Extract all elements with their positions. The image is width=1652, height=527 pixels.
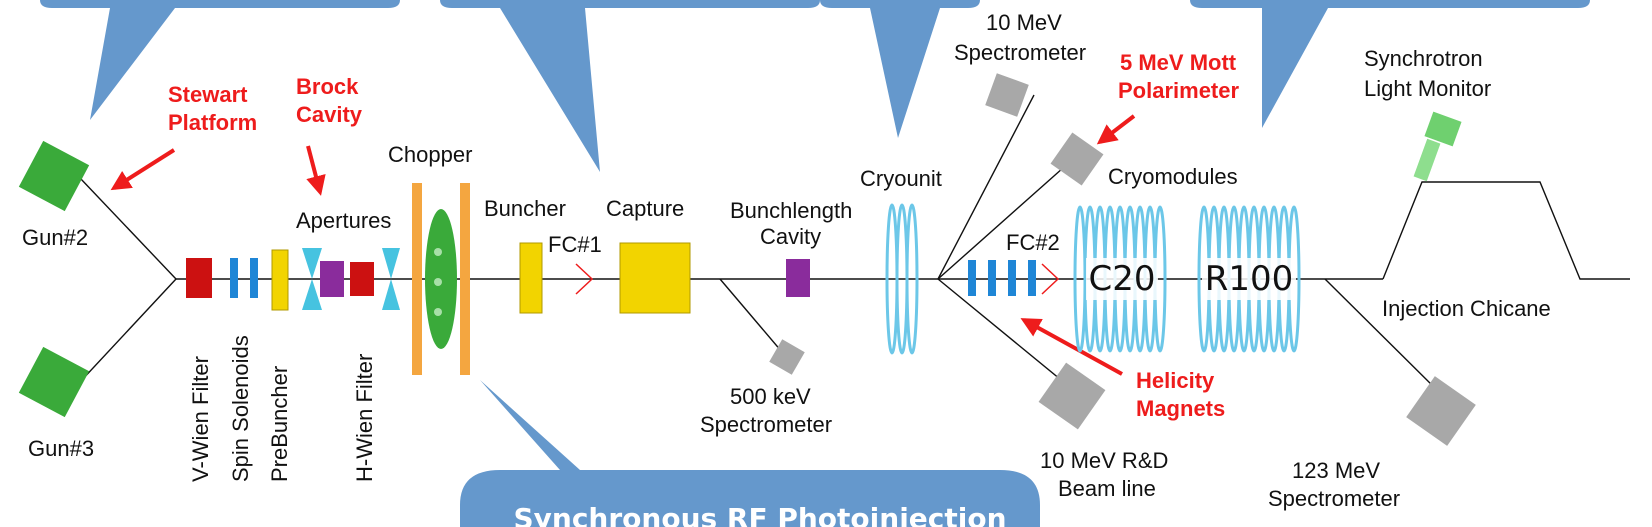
- helicity-magnets-label-2: Magnets: [1136, 396, 1225, 421]
- buncher-label: Buncher: [484, 196, 566, 221]
- spin-solenoid-2: [250, 258, 258, 298]
- helicity-magnet-2: [988, 260, 996, 296]
- fc2-label: FC#2: [1006, 230, 1060, 255]
- c20-label-bg: [1086, 258, 1158, 300]
- synchrotron-light-monitor: [1413, 111, 1462, 182]
- r100-label: R100: [1205, 259, 1294, 299]
- r100-label-bg: [1202, 258, 1296, 300]
- spectrometer-500kev: [769, 339, 805, 375]
- chopper-plate-2: [460, 183, 470, 375]
- bunchlength-label-1: Bunchlength: [730, 198, 852, 223]
- h-wien-filter: [350, 262, 374, 296]
- spin-solenoid-1: [230, 258, 238, 298]
- brock-cavity-label-2: Cavity: [296, 102, 363, 127]
- prebuncher: [271, 249, 289, 311]
- callout-bottom-text: Synchronous RF Photoinjection: [513, 502, 1006, 527]
- mott-polarimeter: [1050, 132, 1104, 186]
- faraday-cup-2: [1041, 263, 1060, 295]
- spec123-label-1: 123 MeV: [1292, 458, 1380, 483]
- helicity-magnets-label-1: Helicity: [1136, 368, 1215, 393]
- chopper-dot-2: [434, 278, 442, 286]
- callout-bottom: Synchronous RF Photoinjection: [460, 380, 1040, 527]
- cryounit: [885, 203, 919, 355]
- callout-top-3: [820, 0, 980, 138]
- prebuncher-label: PreBuncher: [267, 366, 292, 482]
- chopper-cavity: [425, 209, 457, 349]
- spec10-label-1: 10 MeV: [986, 10, 1062, 35]
- spec10-label-2: Spectrometer: [954, 40, 1086, 65]
- capture: [619, 242, 691, 314]
- mott-polarimeter-label-2: Polarimeter: [1118, 78, 1239, 103]
- rd-label-1: 10 MeV R&D: [1040, 448, 1168, 473]
- stewart-arrow: [110, 148, 176, 191]
- rd-label-2: Beam line: [1058, 476, 1156, 501]
- aperture-1: [302, 248, 322, 310]
- buncher: [519, 242, 543, 314]
- helicity-arrow: [1020, 318, 1123, 376]
- spec123-label-2: Spectrometer: [1268, 486, 1400, 511]
- spectrometer-10mev: [985, 73, 1029, 117]
- slm-label-1: Synchrotron: [1364, 46, 1483, 71]
- injection-chicane-label: Injection Chicane: [1382, 296, 1551, 321]
- spin-solenoids-label: Spin Solenoids: [228, 335, 253, 482]
- rd-beamline-box: [1038, 362, 1106, 430]
- spec500-label-1: 500 keV: [730, 384, 811, 409]
- stewart-platform-label-2: Platform: [168, 110, 257, 135]
- helicity-magnet-4: [1028, 260, 1036, 296]
- callout-top-1: [40, 0, 400, 120]
- beam-lines: [79, 94, 1630, 394]
- gun-3: [18, 346, 90, 418]
- mott-arrow: [1096, 114, 1136, 145]
- aperture-2: [382, 248, 400, 310]
- fc1-label: FC#1: [548, 232, 602, 257]
- bunchlength-cavity: [786, 259, 810, 297]
- gun-2-label: Gun#2: [22, 225, 88, 250]
- v-wien-filter-label: V-Wien Filter: [188, 356, 213, 482]
- h-wien-filter-label: H-Wien Filter: [352, 354, 377, 482]
- helicity-magnet-3: [1008, 260, 1016, 296]
- mott-polarimeter-label-1: 5 MeV Mott: [1120, 50, 1237, 75]
- faraday-cup-1: [575, 263, 594, 295]
- chopper-plate-1: [412, 183, 422, 375]
- callout-top-2: [440, 0, 820, 172]
- chopper-dot-1: [434, 248, 442, 256]
- spec500-label-2: Spectrometer: [700, 412, 832, 437]
- cryounit-label: Cryounit: [860, 166, 942, 191]
- capture-label: Capture: [606, 196, 684, 221]
- cryomodules-label: Cryomodules: [1108, 164, 1238, 189]
- stewart-platform-label-1: Stewart: [168, 82, 248, 107]
- brock-cavity-label-1: Brock: [296, 74, 359, 99]
- v-wien-filter: [186, 258, 212, 298]
- brock-cavity: [320, 261, 344, 297]
- chopper-label: Chopper: [388, 142, 472, 167]
- gun-2: [18, 140, 90, 212]
- helicity-magnet-1: [968, 260, 976, 296]
- chopper-dot-3: [434, 308, 442, 316]
- brock-arrow: [306, 145, 326, 196]
- apertures-label: Apertures: [296, 208, 391, 233]
- spectrometer-123mev: [1406, 376, 1476, 446]
- slm-label-2: Light Monitor: [1364, 76, 1491, 101]
- callout-top-4: [1190, 0, 1590, 128]
- gun-3-label: Gun#3: [28, 436, 94, 461]
- c20-label: C20: [1088, 259, 1155, 299]
- bunchlength-label-2: Cavity: [760, 224, 821, 249]
